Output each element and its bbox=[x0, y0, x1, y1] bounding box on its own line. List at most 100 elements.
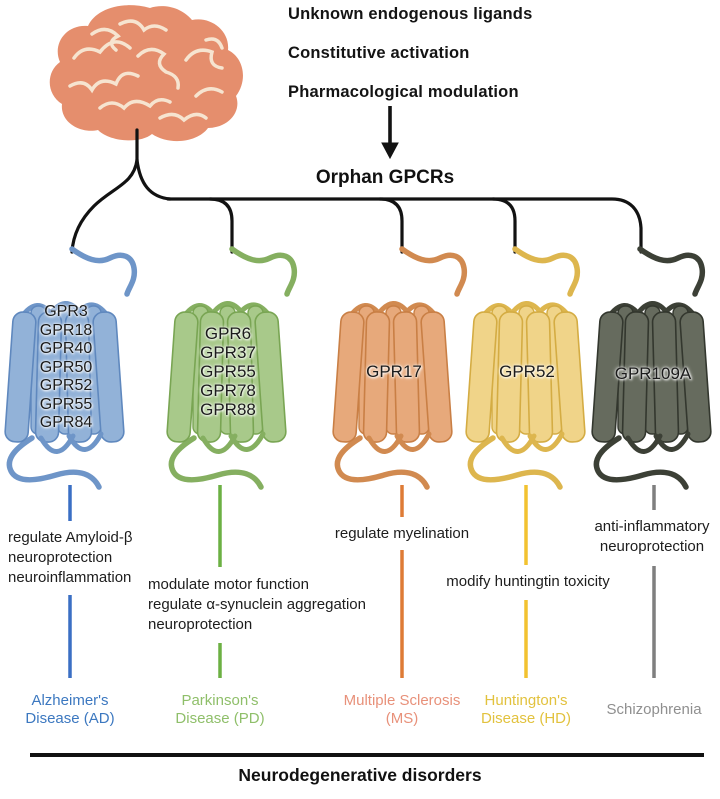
helix-front bbox=[34, 311, 63, 443]
helix-bundle bbox=[465, 301, 586, 454]
receptor-label: GPR88 bbox=[200, 400, 256, 419]
effects-line: regulate myelination bbox=[334, 525, 470, 542]
brain-icon bbox=[49, 5, 243, 142]
disease-label-line: (MS) bbox=[385, 710, 419, 727]
receptor-label: GPR40 bbox=[39, 340, 93, 357]
intracellular-loop bbox=[66, 431, 104, 452]
c-terminus-tail bbox=[168, 435, 264, 490]
helix-front bbox=[392, 311, 421, 443]
disease-label-line: Schizophrenia bbox=[606, 701, 702, 718]
receptor-label: GPR3 bbox=[44, 303, 88, 320]
n-terminus-tail bbox=[69, 246, 138, 297]
footer-label: Neurodegenerative disorders bbox=[238, 765, 482, 785]
n-terminus-tail bbox=[229, 246, 298, 297]
effects-line: neuroprotection bbox=[599, 538, 705, 555]
helix-bundle bbox=[166, 301, 287, 454]
c-terminus-tail bbox=[593, 435, 689, 490]
disease-label: Multiple Sclerosis(MS) bbox=[312, 692, 492, 728]
intracellular-loop bbox=[394, 431, 432, 452]
hub-label-orphan-gpcrs: Orphan GPCRs bbox=[315, 167, 455, 188]
disease-label-line: Multiple Sclerosis bbox=[343, 692, 461, 709]
disease-label-line: Disease (PD) bbox=[175, 710, 265, 727]
disease-label-line: Disease (HD) bbox=[480, 710, 571, 727]
helix-front bbox=[495, 311, 524, 443]
receptor-label: GPR78 bbox=[200, 381, 256, 400]
connector-tree bbox=[70, 128, 643, 254]
receptor-labels: GPR17 bbox=[324, 362, 464, 381]
helix-front bbox=[362, 311, 391, 443]
receptor-bundle-4 bbox=[465, 246, 586, 490]
receptor-bundle-1 bbox=[4, 246, 138, 490]
receptor-label: GPR52 bbox=[499, 362, 555, 381]
receptor-label: GPR109A bbox=[614, 364, 692, 383]
receptor-bundle-2 bbox=[166, 246, 298, 490]
receptor-label: GPR50 bbox=[39, 358, 93, 376]
intracellular-loop bbox=[228, 431, 266, 452]
effects-line: neuroprotection bbox=[8, 549, 113, 566]
receptor-label: GPR55 bbox=[200, 362, 256, 381]
footer-bar bbox=[30, 753, 704, 757]
helix-front bbox=[679, 311, 712, 443]
brain-body bbox=[49, 5, 243, 142]
helix-front bbox=[4, 311, 37, 443]
receptor-labels: GPR109A bbox=[583, 364, 720, 383]
effects-text: anti-inflammatory neuroprotection bbox=[482, 517, 720, 557]
effects-line: modify huntingtin toxicity bbox=[446, 573, 610, 590]
receptor-labels: GPR52 bbox=[457, 362, 597, 381]
header-bullet-2: Constitutive activation bbox=[288, 44, 470, 62]
brain-folds bbox=[68, 19, 224, 123]
receptor-bundle-3 bbox=[332, 246, 468, 490]
helix-front bbox=[621, 311, 650, 443]
effects-text: modify huntingtin toxicity bbox=[358, 572, 698, 592]
receptor-label: GPR52 bbox=[39, 377, 93, 394]
helix-front bbox=[332, 311, 365, 443]
helix-bundle bbox=[591, 301, 712, 454]
receptor-label: GPR37 bbox=[200, 343, 256, 362]
disease-label: Schizophrenia bbox=[564, 701, 720, 719]
c-terminus-tail bbox=[6, 435, 102, 490]
disease-label-line: Alzheimer's bbox=[31, 692, 109, 709]
helix-bundle bbox=[4, 301, 125, 454]
down-arrow-icon bbox=[381, 106, 399, 160]
effects-text: regulate Amyloid-β neuroprotection neuroin… bbox=[8, 528, 133, 588]
effects-line: regulate Amyloid-β bbox=[8, 529, 133, 546]
disease-label-line: Huntington's bbox=[484, 692, 568, 709]
helix-front bbox=[651, 311, 680, 443]
helix-front bbox=[553, 311, 586, 443]
receptor-label: GPR18 bbox=[39, 321, 93, 339]
receptor-label: GPR55 bbox=[39, 395, 93, 413]
effects-text: regulate myelination bbox=[232, 524, 572, 544]
helix-front bbox=[525, 311, 554, 443]
helix-front bbox=[254, 311, 287, 443]
helix-bundle bbox=[332, 301, 453, 454]
helix-front bbox=[196, 311, 225, 443]
header-bullet-3: Pharmacological modulation bbox=[288, 83, 519, 101]
helix-front bbox=[226, 311, 255, 443]
intracellular-loop bbox=[527, 431, 565, 452]
effects-line: regulate α-synuclein aggregation bbox=[148, 596, 366, 613]
helix-front bbox=[465, 311, 498, 443]
header-bullet-1: Unknown endogenous ligands bbox=[288, 5, 533, 23]
n-terminus-tail bbox=[512, 246, 581, 297]
intracellular-loop bbox=[653, 431, 691, 452]
effects-line: anti-inflammatory bbox=[594, 518, 710, 535]
n-terminus-tail bbox=[637, 246, 706, 297]
disease-label-line: Parkinson's bbox=[181, 692, 259, 709]
c-terminus-tail bbox=[334, 435, 430, 490]
effects-line: neuroprotection bbox=[148, 616, 253, 633]
helix-front bbox=[166, 311, 199, 443]
receptor-label: GPR6 bbox=[204, 324, 252, 343]
helix-front bbox=[591, 311, 624, 443]
n-terminus-tail bbox=[399, 246, 468, 297]
helix-front bbox=[64, 311, 93, 443]
effects-line: neuroinflammation bbox=[8, 569, 132, 586]
helix-front bbox=[420, 311, 453, 443]
